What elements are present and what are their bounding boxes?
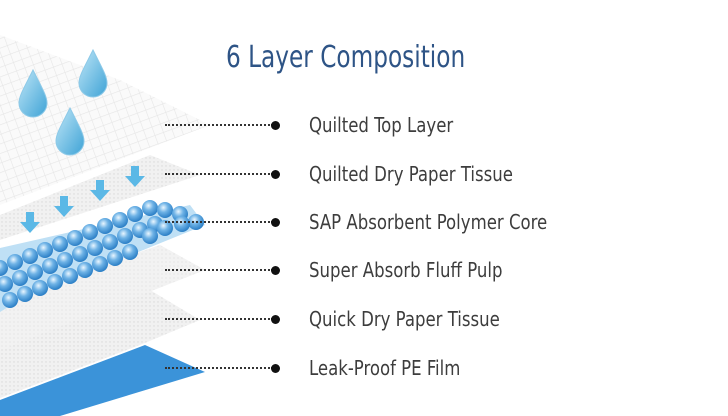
quick-dry-tissue-layer	[0, 290, 200, 398]
bullet-dot	[271, 265, 280, 275]
page-title: 6 Layer Composition	[226, 40, 466, 75]
water-droplet-icon	[18, 48, 108, 156]
bullet-dot	[271, 363, 280, 373]
layer-row: Super Absorb Fluff Pulp	[165, 255, 519, 285]
layer-row: Leak-Proof PE Film	[165, 353, 474, 383]
leader-line	[165, 269, 273, 271]
layers-illustration	[0, 35, 210, 416]
layer-label: Quilted Dry Paper Tissue	[309, 162, 513, 186]
down-arrow-icon	[20, 166, 145, 233]
fluff-pulp-layer	[0, 245, 205, 350]
bullet-dot	[271, 217, 280, 227]
layer-row: Quilted Top Layer	[165, 110, 466, 140]
bullet-dot	[271, 120, 280, 130]
leader-line	[165, 367, 273, 369]
layer-row: Quick Dry Paper Tissue	[165, 304, 516, 334]
layer-label: Super Absorb Fluff Pulp	[309, 258, 503, 282]
pe-film-layer	[0, 345, 205, 416]
layer-label: Leak-Proof PE Film	[309, 356, 461, 380]
leader-line	[165, 173, 273, 175]
layer-label: SAP Absorbent Polymer Core	[309, 210, 548, 234]
quilted-top-layer	[0, 35, 210, 205]
layer-label: Quick Dry Paper Tissue	[309, 307, 500, 331]
leader-line	[165, 221, 273, 223]
layer-row: Quilted Dry Paper Tissue	[165, 159, 531, 189]
leader-line	[165, 124, 273, 126]
layer-row: SAP Absorbent Polymer Core	[165, 207, 568, 237]
layer-label: Quilted Top Layer	[309, 113, 454, 137]
leader-line	[165, 318, 273, 320]
bullet-dot	[271, 169, 280, 179]
bullet-dot	[271, 314, 280, 324]
